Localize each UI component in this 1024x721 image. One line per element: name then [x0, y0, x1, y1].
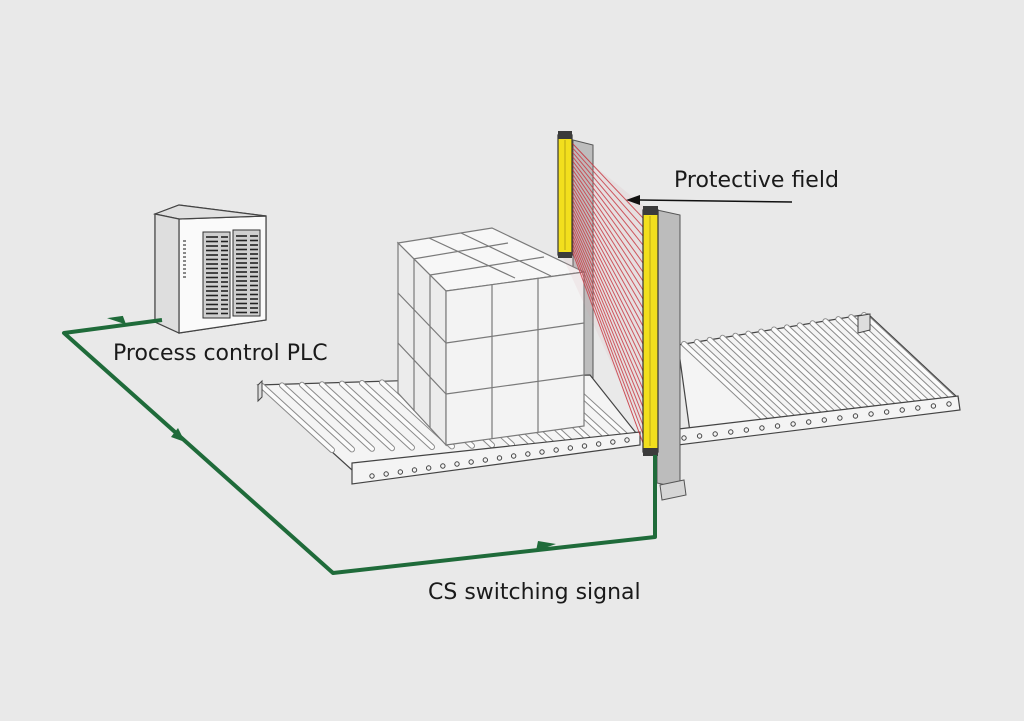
- light-curtain-receiver-icon: [642, 206, 659, 456]
- signal-line: [62, 318, 657, 575]
- protective-field-pointer: [626, 195, 793, 205]
- plc-label: Process control PLC: [113, 341, 328, 366]
- conveyor-right-holes: [681, 401, 952, 441]
- pallet-boxes-icon: [396, 227, 587, 447]
- light-curtain-icon: [557, 131, 573, 258]
- front-pillar: [656, 209, 687, 501]
- conveyor-left-holes: [369, 437, 630, 479]
- protective-field-area: [563, 140, 651, 450]
- protective-field-beams: [571, 142, 644, 444]
- protective-field-label: Protective field: [674, 168, 839, 193]
- plc-cabinet-icon: [152, 204, 267, 334]
- conveyor-right-rollers: [681, 312, 957, 431]
- signal-arrows: [107, 315, 556, 551]
- cs-signal-label: CS switching signal: [428, 580, 641, 605]
- conveyor-right: [669, 312, 961, 447]
